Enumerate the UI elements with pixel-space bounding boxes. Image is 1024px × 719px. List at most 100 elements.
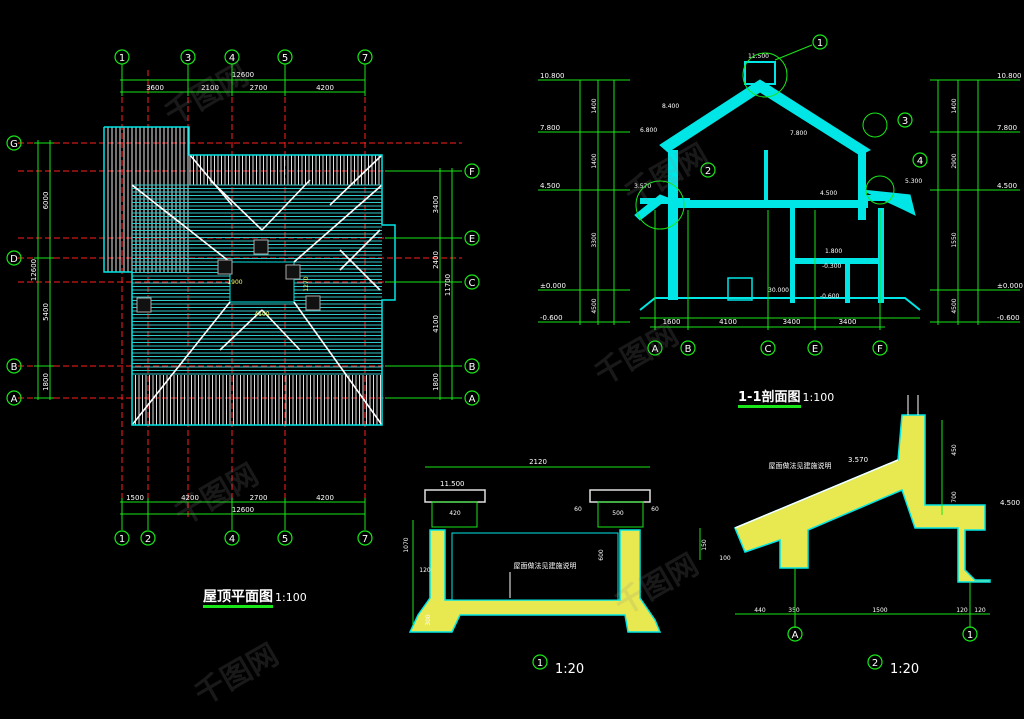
detail2-scale: 1:20 — [890, 662, 920, 677]
plan-top-total: 12600 — [232, 71, 254, 79]
detail1-scale: 1:20 — [555, 662, 585, 677]
section-axis: E — [812, 344, 818, 355]
plan-bottom-axis: 7 — [362, 534, 368, 545]
detail2-dim: 1500 — [872, 607, 887, 614]
section-axis-circle — [807, 340, 823, 356]
section-wall — [878, 208, 884, 303]
section-ground — [639, 297, 921, 311]
section-bottom-dim: 4100 — [719, 318, 737, 326]
section-slab — [790, 258, 880, 264]
plan-right-axis-circle — [464, 163, 480, 179]
detail1-level: 11.500 — [440, 480, 465, 488]
section-axis: F — [877, 344, 883, 355]
plan-top-dim: 3600 — [146, 84, 164, 92]
section-level-label: 7.800 — [790, 130, 807, 137]
section-level-label: -0.300 — [822, 263, 842, 270]
section-column — [790, 208, 795, 303]
plan-left-axis: G — [10, 139, 18, 150]
plan-bottom-axis-circle — [114, 530, 130, 546]
plan-left-axis: B — [11, 362, 18, 373]
section-callout-circle — [897, 112, 913, 128]
plan-bottom-axis: 2 — [145, 534, 151, 545]
roof-hip-line — [339, 249, 381, 291]
detail1-dim: 1070 — [403, 537, 410, 552]
plan-right-axis-circle — [464, 230, 480, 246]
plan-right-dim: 2400 — [432, 251, 440, 269]
detail1-inner — [451, 532, 619, 601]
detail1-dim: 120 — [419, 567, 431, 574]
section-eave — [861, 189, 916, 216]
section-floor-slab — [668, 200, 868, 208]
section-left-dim: 1400 — [591, 98, 598, 113]
section-left-dim: 3300 — [591, 232, 598, 247]
roof-hatch-top — [189, 155, 380, 185]
section-callout: 3 — [902, 116, 908, 127]
plan-bottom-dim: 4200 — [181, 494, 199, 502]
chimney — [253, 239, 269, 255]
section-axis-circle — [760, 340, 776, 356]
detail1-dim: 60 — [574, 506, 582, 513]
section-column — [845, 258, 850, 303]
section-axis-circle — [647, 340, 663, 356]
roof-hip-line — [339, 229, 381, 271]
plan-left-axis: D — [10, 254, 18, 265]
chimney — [305, 295, 321, 311]
plan-left-dim: 1800 — [42, 373, 50, 391]
section-left-dim: 1400 — [591, 153, 598, 168]
detail2-axis: A — [792, 630, 799, 641]
chimney — [285, 264, 301, 280]
plan-left-axis-circle — [6, 250, 22, 266]
detail2-dim: 120 — [956, 607, 968, 614]
plan-bottom-axis: 1 — [119, 534, 125, 545]
detail1-post — [597, 501, 644, 528]
detail1-number-circle — [532, 654, 548, 670]
section-eave-right — [858, 195, 898, 201]
plan-top-axis-circle — [277, 49, 293, 65]
section-left-dim: 4500 — [591, 298, 598, 313]
roof-hip-line — [131, 184, 231, 263]
roof-hip-line — [219, 309, 263, 351]
plan-top-dim: 2100 — [201, 84, 219, 92]
plan-bottom-dim: 4200 — [316, 494, 334, 502]
plan-inner-dim: 1900 — [227, 279, 242, 286]
plan-bottom-dim: 1500 — [126, 494, 144, 502]
section-roof — [659, 79, 872, 156]
plan-top-axis: 5 — [282, 53, 288, 64]
section-right-dim: 1550 — [951, 232, 958, 247]
plan-top-axis-circle — [180, 49, 196, 65]
section-level-label: 30.000 — [768, 287, 789, 294]
section-callout: 1 — [817, 38, 823, 49]
section-right-level: ±0.000 — [997, 282, 1023, 290]
section-left-level: 7.800 — [540, 124, 560, 132]
plan-bottom-axis-circle — [277, 530, 293, 546]
section-callout-circle — [812, 34, 828, 50]
plan-bottom-total: 12600 — [232, 506, 254, 514]
section-level-label: 4.500 — [820, 190, 837, 197]
section-left-level: ±0.000 — [540, 282, 566, 290]
chimney — [217, 259, 233, 275]
plan-top-axis: 1 — [119, 53, 125, 64]
section-right-dim: 1400 — [951, 98, 958, 113]
section-right-level: 7.800 — [997, 124, 1017, 132]
section-callout-circle — [635, 180, 685, 230]
plan-left-axis: A — [11, 394, 18, 405]
plan-left-dim: 6000 — [42, 192, 50, 210]
plan-right-axis: C — [469, 278, 476, 289]
plan-left-axis-circle — [6, 358, 22, 374]
detail1-dim: 300 — [425, 614, 432, 626]
callout-leader — [774, 44, 813, 61]
roof-courtyard — [229, 261, 295, 303]
detail1-dim: 60 — [651, 506, 659, 513]
detail1-dim: 420 — [449, 510, 461, 517]
plan-right-total: 11700 — [444, 274, 452, 296]
detail1-post — [431, 501, 478, 528]
section-bottom-dim: 1600 — [663, 318, 681, 326]
section-right-level: 10.800 — [997, 72, 1022, 80]
section-wall — [764, 150, 768, 205]
